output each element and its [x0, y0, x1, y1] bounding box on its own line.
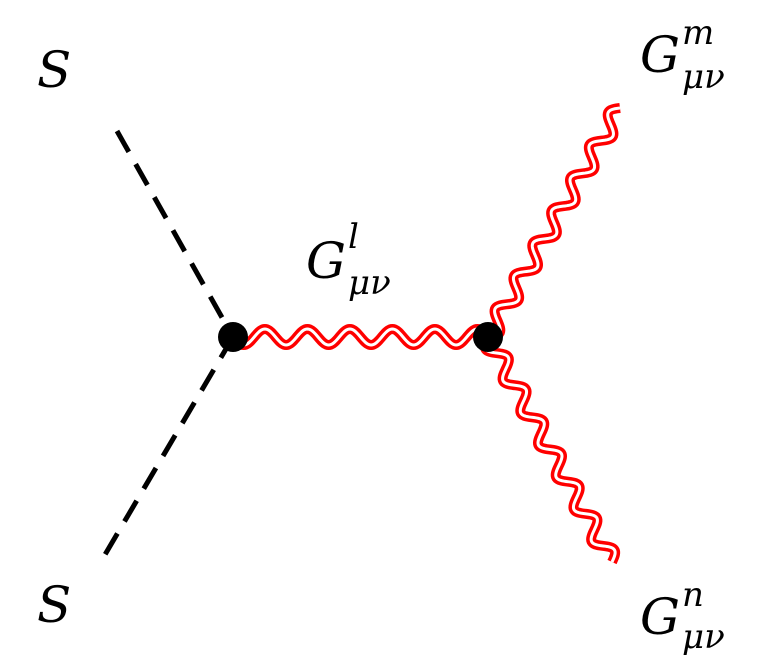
- graviton-wave-inner: [231, 327, 490, 347]
- label-g-n: G n μν: [640, 575, 725, 657]
- graviton-line-outgoing-bottom: [479, 334, 621, 565]
- graviton-line-outgoing-top: [487, 103, 621, 342]
- scalar-line-bottom: [100, 335, 236, 560]
- label-s-bottom: S: [37, 576, 72, 634]
- label-s-top: S: [37, 41, 72, 99]
- label-g-m: G m μν: [640, 13, 725, 97]
- vertex-left: [218, 322, 248, 352]
- graviton-wave-inner: [483, 336, 617, 563]
- graviton-propagator: [229, 323, 492, 351]
- graviton-wave-inner: [487, 106, 621, 339]
- vertex-right: [473, 322, 503, 352]
- scalar-line-top: [114, 129, 236, 339]
- label-g-l: G l μν: [306, 217, 391, 303]
